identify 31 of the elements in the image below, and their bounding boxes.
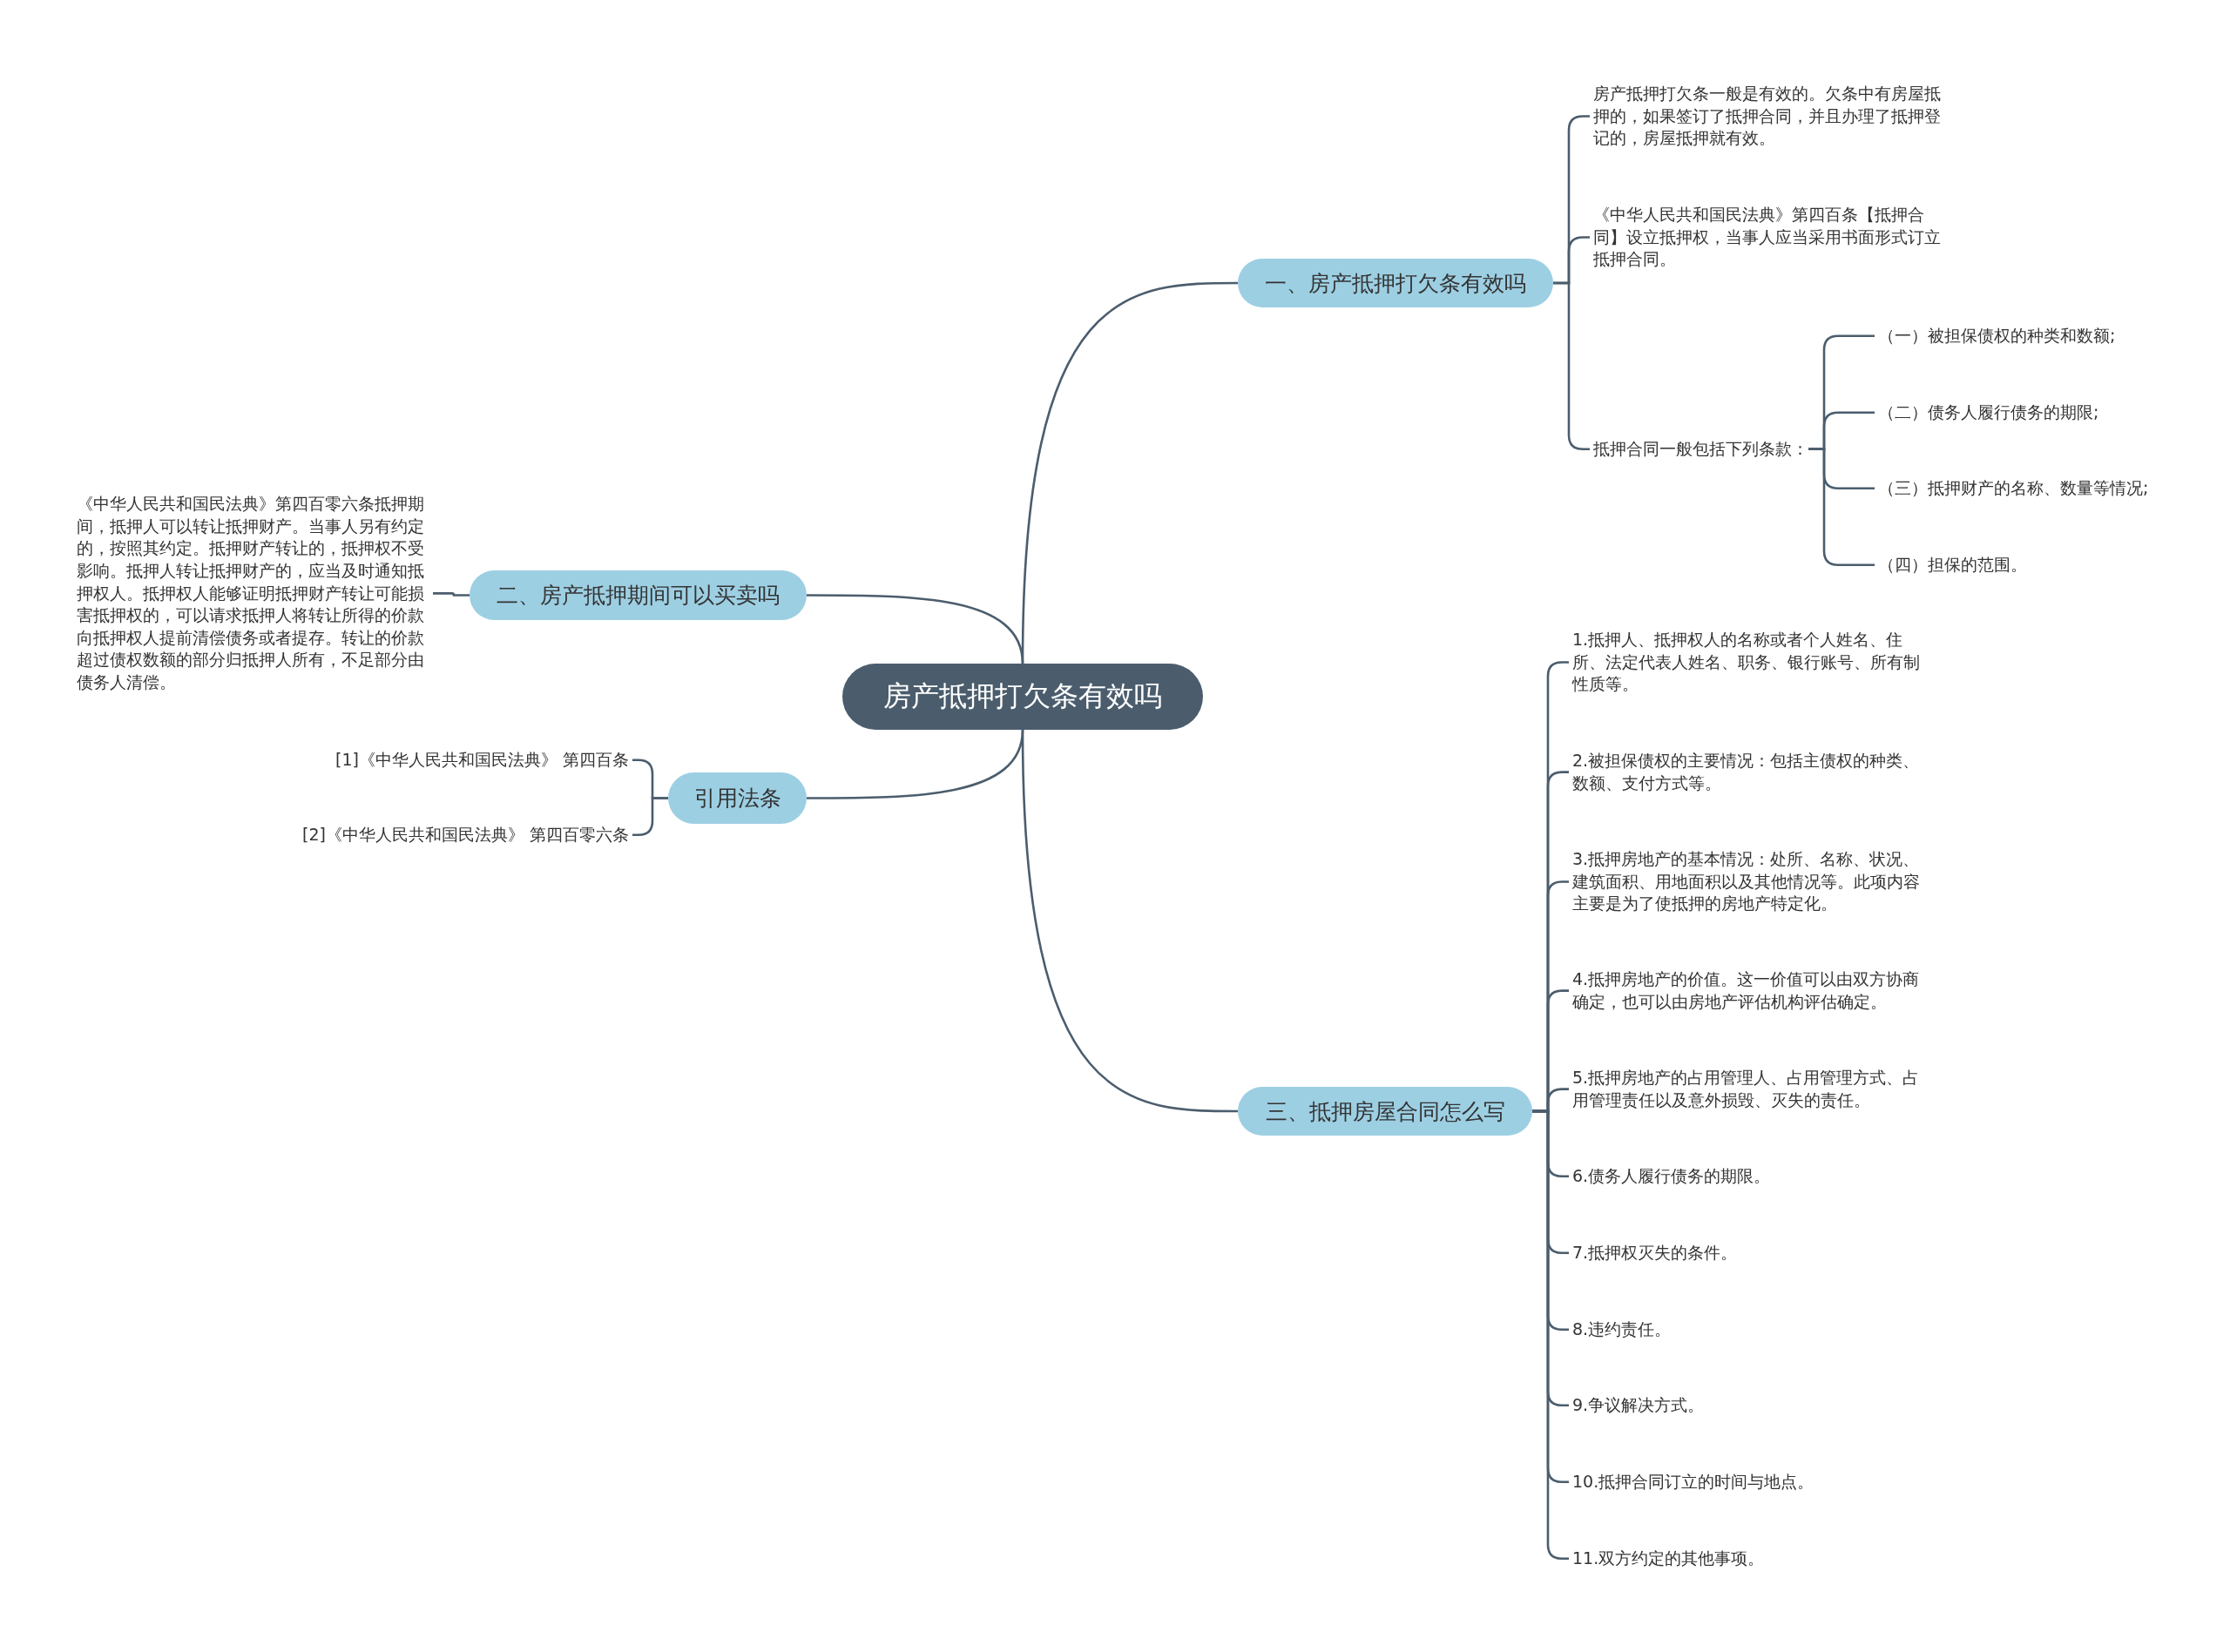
connector-line (632, 797, 668, 837)
note-text: 6.债务人履行债务的期限。 (1572, 1165, 1771, 1188)
note-text: （二）债务人履行债务的期限; (1878, 401, 2099, 424)
connector-line (433, 592, 470, 597)
note-text: 1.抵押人、抵押权人的名称或者个人姓名、住所、法定代表人姓名、职务、银行账号、所有制性质等。 (1572, 629, 1925, 696)
note-text: [2]《中华人民共和国民法典》 第四百零六条 (302, 824, 629, 846)
central-topic-box: 房产抵押打欠条有效吗 (842, 664, 1203, 730)
note-text: [1]《中华人民共和国民法典》 第四百条 (335, 749, 629, 772)
note-text: （一）被担保债权的种类和数额; (1878, 325, 2116, 347)
topic-box: 引用法条 (668, 772, 807, 824)
note-text: （四）担保的范围。 (1878, 554, 2027, 577)
note-text: 房产抵押打欠条一般是有效的。欠条中有房屋抵押的，如果签订了抵押合同，并且办理了抵押登记的，房屋抵押就有效。 (1593, 83, 1946, 150)
note-text: 11.双方约定的其他事项。 (1572, 1547, 1765, 1570)
note-text: 抵押合同一般包括下列条款： (1593, 438, 1808, 461)
note-text: 5.抵押房地产的占用管理人、占用管理方式、占用管理责任以及意外损毁、灭失的责任。 (1572, 1067, 1925, 1112)
note-text: 2.被担保债权的主要情况：包括主债权的种类、数额、支付方式等。 (1572, 750, 1925, 795)
note-text: 3.抵押房地产的基本情况：处所、名称、状况、建筑面积、用地面积以及其他情况等。此项内容主要是为了使抵押的房地产特定化。 (1572, 848, 1925, 915)
note-text: 10.抵押合同订立的时间与地点。 (1572, 1471, 1814, 1494)
topic-box: 三、抵押房屋合同怎么写 (1238, 1087, 1532, 1136)
note-text: 《中华人民共和国民法典》第四百条【抵押合同】设立抵押权，当事人应当采用书面形式订立抵押合同。 (1593, 204, 1946, 271)
note-text: 8.违约责任。 (1572, 1318, 1672, 1341)
note-text: 4.抵押房地产的价值。这一价值可以由双方协商确定，也可以由房地产评估机构评估确定。 (1572, 968, 1925, 1014)
note-text: 《中华人民共和国民法典》第四百零六条抵押期间，抵押人可以转让抵押财产。当事人另有约定的，按照其约定。抵押财产转让的，抵押权不受影响。抵押人转让抵押财产的，应当及时通知抵押权人。抵押权人能够证明抵押财产转让可能损害抵押权的，可以请求抵押人将转让所得的价款向抵押权人提前清偿债务或者提存。转让的价款超过债权数额的部分归抵押人所有，不足部分由债务人清偿。 (77, 493, 429, 694)
topic-box: 二、房产抵押期间可以买卖吗 (470, 570, 807, 620)
note-text: 7.抵押权灭失的条件。 (1572, 1242, 1738, 1264)
connector-line (807, 594, 1024, 664)
note-text: （三）抵押财产的名称、数量等情况; (1878, 477, 2149, 500)
connector-line (1021, 729, 1238, 1113)
connector-line (1808, 448, 1875, 567)
note-text: 9.争议解决方式。 (1572, 1394, 1705, 1417)
topic-box: 一、房产抵押打欠条有效吗 (1238, 259, 1553, 307)
